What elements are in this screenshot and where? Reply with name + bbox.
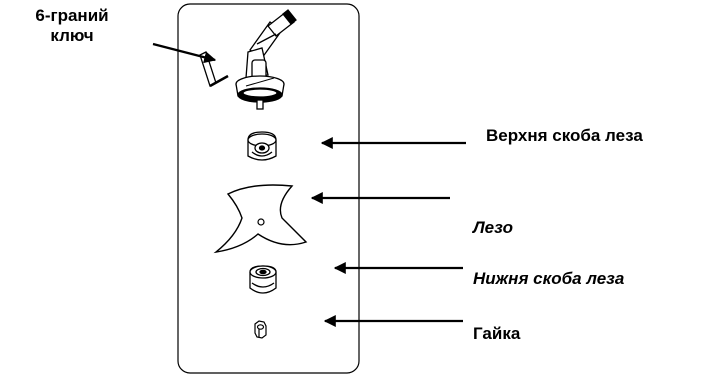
parts-panel	[177, 3, 360, 374]
hex-key-label: 6-граний ключ	[26, 6, 118, 46]
trimmer-head	[235, 9, 297, 110]
hex-key-label-line-1: 6-граний	[35, 6, 109, 25]
upper-bracket	[247, 131, 277, 161]
upper-bracket-label: Верхня скоба леза	[486, 126, 643, 145]
nut	[254, 320, 267, 339]
hex-key-label-line-2: ключ	[50, 26, 94, 45]
hex-key-arrow	[152, 42, 217, 64]
nut-label: Гайка	[473, 324, 521, 343]
blade	[213, 184, 308, 254]
blade-label: Лезо	[473, 218, 513, 237]
lower-bracket	[249, 265, 277, 294]
lower-bracket-label: Нижня скоба леза	[473, 269, 625, 288]
